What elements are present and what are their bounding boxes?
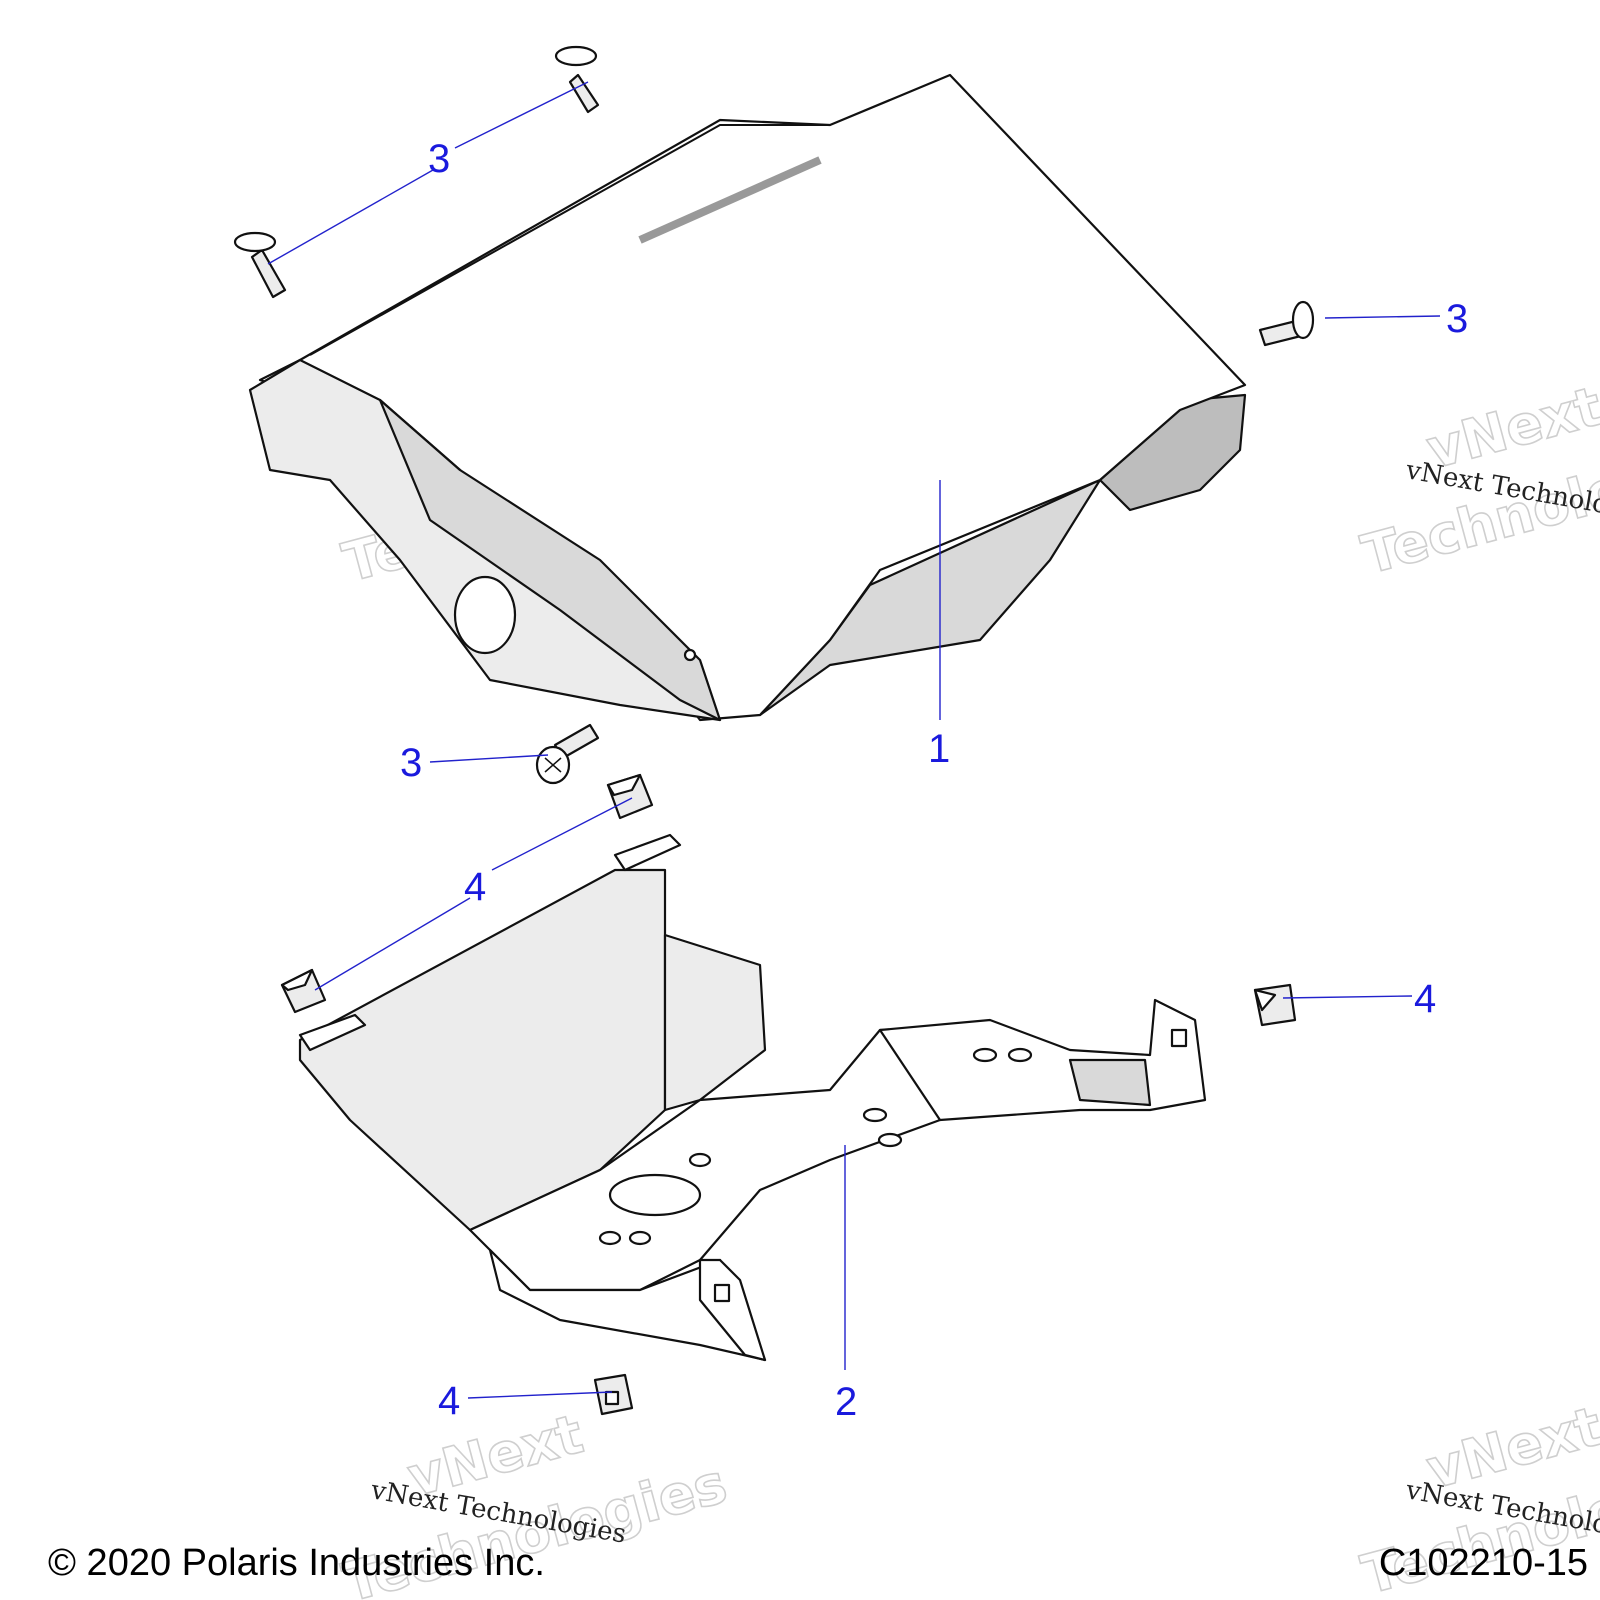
- screw-3-right: [1258, 300, 1315, 347]
- leader-4a-lower: [314, 897, 471, 991]
- leader-3a-lower: [267, 169, 434, 265]
- clip-4-right: [1253, 983, 1297, 1027]
- leader-3a-upper: [454, 81, 589, 149]
- callout-3: 3: [400, 741, 422, 785]
- part-1-cover: [248, 73, 1247, 722]
- bracket-upper-tab: [613, 833, 682, 872]
- cover-ridge-line: [309, 124, 830, 356]
- bracket-hole: [628, 1230, 652, 1246]
- bracket-side-wing: [663, 933, 767, 1112]
- callout-2: 2: [835, 1380, 857, 1424]
- leader-lines: [267, 81, 1441, 1399]
- bracket-hole: [1007, 1047, 1033, 1063]
- leader-3c: [429, 754, 549, 763]
- cover-small-hole: [683, 648, 697, 662]
- bracket-hole: [598, 1230, 622, 1246]
- bracket-right-slot: [1170, 1028, 1188, 1048]
- bracket-center-cutout: [608, 1173, 702, 1217]
- callout-4: 4: [464, 865, 486, 909]
- bracket-hole: [972, 1047, 998, 1063]
- bracket-hole: [877, 1132, 903, 1148]
- clip-4-left: [280, 968, 327, 1014]
- screw-3-top: [554, 45, 600, 114]
- cover-groove: [638, 156, 822, 244]
- screw-3-left: [233, 231, 287, 299]
- figure-id: C102210-15: [1379, 1542, 1588, 1584]
- cover-side-panel: [378, 398, 722, 722]
- clip-4-bottom: [593, 1373, 634, 1416]
- leader-4c: [467, 1391, 613, 1399]
- callout-4: 4: [438, 1379, 460, 1423]
- leader-4b: [1282, 995, 1413, 999]
- bracket-front-slot: [713, 1283, 731, 1303]
- bracket-right-arm: [878, 998, 1207, 1122]
- bracket-hole: [862, 1107, 888, 1123]
- part-2-bracket: [298, 833, 1207, 1362]
- leader-4a-upper: [491, 797, 633, 871]
- callout-4: 4: [1414, 977, 1436, 1021]
- bracket-right-arm-shade: [1068, 1058, 1152, 1107]
- clip-4-upper: [606, 773, 654, 820]
- callout-3: 3: [1446, 297, 1468, 341]
- callout-3: 3: [428, 137, 450, 181]
- leader-3b: [1324, 315, 1441, 319]
- bracket-left-tab: [298, 1013, 367, 1052]
- watermark-mid-right: vNext Technologies: [1355, 374, 1600, 588]
- bracket-hole: [688, 1152, 712, 1168]
- screw-3-lower: [535, 723, 600, 785]
- copyright-notice: © 2020 Polaris Industries Inc.: [48, 1542, 545, 1584]
- callout-1: 1: [928, 727, 950, 771]
- cover-mounting-hole: [453, 575, 517, 655]
- cover-top-surface: [258, 73, 1247, 722]
